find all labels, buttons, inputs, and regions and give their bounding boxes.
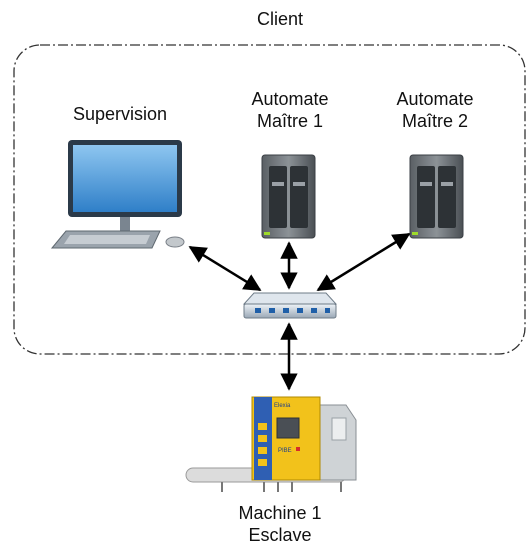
- supervision-label: Supervision: [72, 104, 168, 124]
- network-switch-icon: [242, 292, 338, 319]
- client-label: Client: [256, 9, 304, 29]
- machine-brand-text: Elexia: [274, 403, 291, 409]
- industrial-machine-icon: Elexia PIBE: [185, 396, 357, 492]
- client-boundary: [13, 44, 526, 355]
- machine-label: Machine 1 Esclave: [238, 503, 322, 545]
- machine-tag-text: PIBE: [278, 448, 292, 454]
- desktop-computer-icon: [50, 140, 185, 249]
- master1-label: Automate Maître 1: [251, 89, 329, 131]
- link-supervision-switch: [188, 245, 262, 292]
- link-master2-switch: [316, 232, 411, 292]
- plc-cabinet-icon: [409, 154, 464, 239]
- master2-label: Automate Maître 2: [396, 89, 474, 131]
- plc-cabinet-icon: [261, 154, 316, 239]
